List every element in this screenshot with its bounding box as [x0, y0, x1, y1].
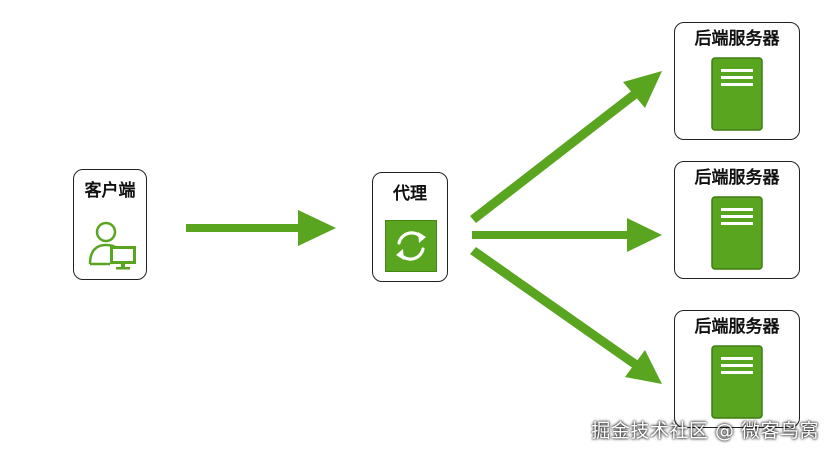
server-icon — [711, 345, 763, 419]
client-node: 客户端 — [73, 169, 147, 280]
proxy-label: 代理 — [393, 184, 427, 204]
server-icon — [711, 196, 763, 270]
server-icon — [711, 57, 763, 131]
backend-server-node-3: 后端服务器 — [674, 310, 800, 428]
backend-server-node-1: 后端服务器 — [674, 22, 800, 140]
watermark-text: 掘金技术社区 @ 微客鸟窝 — [591, 420, 819, 442]
arrow-proxy-to-server-3 — [470, 247, 662, 384]
client-label: 客户端 — [84, 181, 136, 201]
user-computer-icon — [86, 216, 138, 270]
server-label: 后端服务器 — [694, 168, 780, 188]
server-label: 后端服务器 — [694, 317, 780, 337]
refresh-icon — [384, 219, 438, 273]
backend-server-node-2: 后端服务器 — [674, 161, 800, 279]
arrow-proxy-to-server-2 — [472, 218, 662, 252]
server-label: 后端服务器 — [694, 29, 780, 49]
proxy-node: 代理 — [372, 172, 448, 282]
arrow-client-to-proxy — [186, 210, 336, 246]
arrow-proxy-to-server-1 — [470, 71, 662, 223]
